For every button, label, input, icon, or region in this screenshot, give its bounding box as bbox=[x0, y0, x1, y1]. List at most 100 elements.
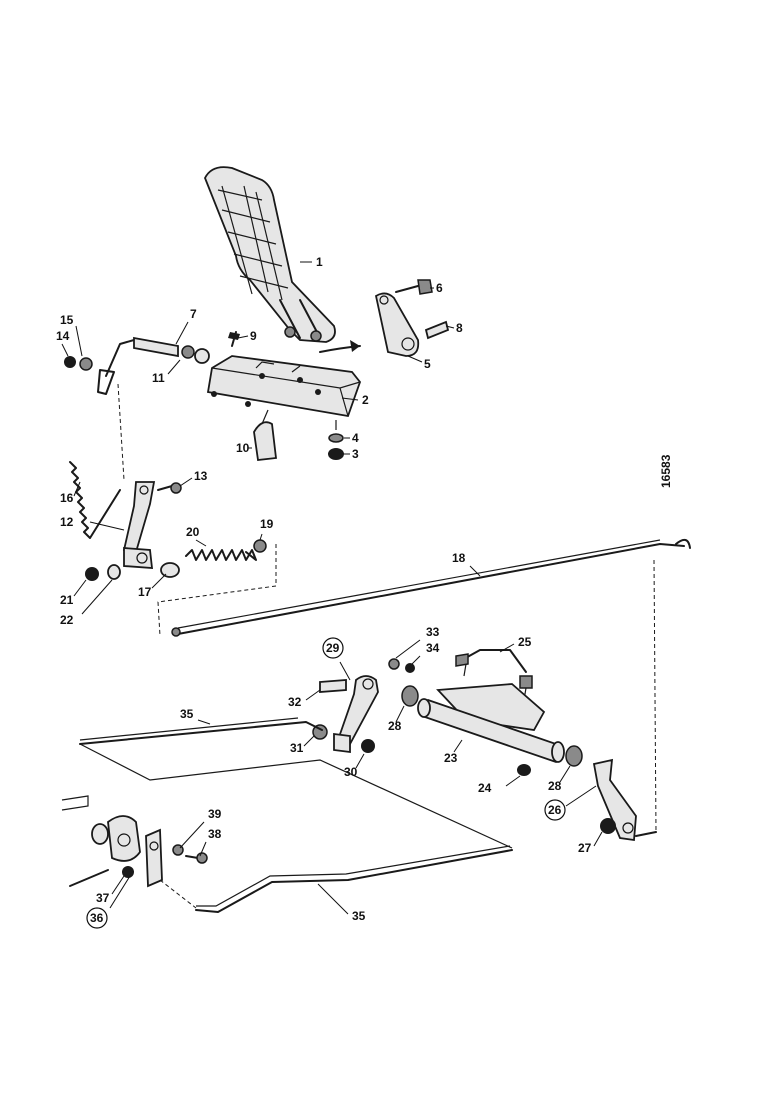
part-label-28: 28 bbox=[388, 719, 402, 733]
nut-14 bbox=[64, 356, 76, 368]
nut-27 bbox=[600, 818, 616, 834]
bushing-11b bbox=[194, 348, 210, 364]
part-label-5: 5 bbox=[424, 357, 431, 371]
cross-shaft bbox=[417, 683, 565, 764]
nut-30 bbox=[361, 739, 375, 753]
leader-line bbox=[179, 477, 193, 487]
leader-line bbox=[395, 639, 421, 659]
part-label-19: 19 bbox=[260, 517, 274, 531]
leader-line bbox=[199, 841, 207, 857]
leader-line bbox=[469, 565, 481, 577]
link-rod-upper bbox=[79, 721, 323, 745]
return-spring bbox=[69, 461, 121, 539]
leader-line bbox=[565, 785, 597, 807]
part-label-18: 18 bbox=[452, 551, 466, 565]
spring-20 bbox=[185, 549, 257, 561]
leader-line bbox=[411, 655, 421, 665]
part-label-13: 13 bbox=[194, 469, 208, 483]
part-label-12: 12 bbox=[60, 515, 74, 529]
leader-line bbox=[559, 765, 571, 783]
label-circle-36 bbox=[86, 907, 108, 929]
accelerator-pedal bbox=[204, 166, 361, 353]
pin-8 bbox=[424, 320, 450, 340]
leader-line bbox=[75, 325, 83, 357]
leader-line bbox=[197, 719, 211, 725]
throttle-rod bbox=[171, 538, 691, 833]
part-label-25: 25 bbox=[518, 635, 532, 649]
intermediate-lever bbox=[122, 481, 156, 569]
shaft-lever-29 bbox=[333, 675, 379, 754]
leader-line bbox=[499, 643, 515, 653]
leader-line bbox=[73, 579, 87, 597]
leader-line bbox=[341, 397, 359, 401]
part-label-21: 21 bbox=[60, 593, 74, 607]
part-label-39: 39 bbox=[208, 807, 222, 821]
part-label-20: 20 bbox=[186, 525, 200, 539]
leader-line bbox=[339, 661, 351, 681]
bolt-6 bbox=[395, 279, 433, 295]
label-circle-26 bbox=[544, 799, 566, 821]
leader-line bbox=[109, 875, 131, 909]
part-label-28: 28 bbox=[548, 779, 562, 793]
part-label-35: 35 bbox=[180, 707, 194, 721]
part-label-4: 4 bbox=[352, 431, 359, 445]
leader-line bbox=[303, 735, 315, 747]
leader-line bbox=[175, 321, 189, 345]
part-label-1: 1 bbox=[316, 255, 323, 269]
part-label-24: 24 bbox=[478, 781, 492, 795]
part-labels: 1234567891011121314151617181920212223242… bbox=[56, 255, 603, 929]
part-label-33: 33 bbox=[426, 625, 440, 639]
leader-line bbox=[111, 875, 125, 895]
part-label-35: 35 bbox=[352, 909, 366, 923]
outline-guide bbox=[79, 743, 513, 849]
leader-line bbox=[259, 533, 263, 541]
part-label-22: 22 bbox=[60, 613, 74, 627]
part-label-27: 27 bbox=[578, 841, 592, 855]
leader-line bbox=[445, 325, 455, 329]
carburettor-linkage bbox=[61, 795, 208, 888]
leader-line bbox=[89, 521, 125, 531]
part-label-36: 36 bbox=[90, 911, 104, 925]
label-circle-29 bbox=[322, 637, 344, 659]
bump-stop bbox=[253, 421, 277, 461]
pedal-bracket bbox=[206, 355, 362, 418]
washer-34 bbox=[405, 663, 415, 673]
washer-4 bbox=[328, 433, 344, 443]
leader-line bbox=[305, 689, 321, 701]
part-label-7: 7 bbox=[190, 307, 197, 321]
part-label-6: 6 bbox=[436, 281, 443, 295]
bushing-17 bbox=[160, 562, 180, 578]
part-label-14: 14 bbox=[56, 329, 70, 343]
part-label-31: 31 bbox=[290, 741, 304, 755]
leader-line bbox=[317, 883, 349, 915]
bolt-13 bbox=[157, 485, 173, 491]
leader-line bbox=[505, 775, 521, 787]
leader-line bbox=[73, 481, 81, 497]
leader-line bbox=[355, 753, 365, 769]
part-label-32: 32 bbox=[288, 695, 302, 709]
leader-line bbox=[593, 831, 603, 847]
part-label-37: 37 bbox=[96, 891, 110, 905]
part-label-15: 15 bbox=[60, 313, 74, 327]
bolt-38 bbox=[185, 855, 199, 859]
lever-plate bbox=[374, 292, 420, 357]
leader-line bbox=[61, 343, 69, 357]
part-label-29: 29 bbox=[326, 641, 340, 655]
nut-24 bbox=[517, 764, 531, 776]
leader-line bbox=[237, 335, 249, 339]
link-rod-lower bbox=[195, 849, 513, 913]
nut-31 bbox=[312, 724, 328, 740]
part-label-17: 17 bbox=[138, 585, 152, 599]
part-label-16: 16 bbox=[60, 491, 74, 505]
leader-line bbox=[195, 539, 207, 547]
part-label-30: 30 bbox=[344, 765, 358, 779]
part-label-9: 9 bbox=[250, 329, 257, 343]
leader-line bbox=[179, 821, 205, 849]
leader-line bbox=[167, 359, 181, 375]
part-label-26: 26 bbox=[548, 803, 562, 817]
pin-32 bbox=[319, 679, 347, 693]
bushing-28a bbox=[401, 685, 419, 707]
leader-line bbox=[151, 573, 167, 589]
